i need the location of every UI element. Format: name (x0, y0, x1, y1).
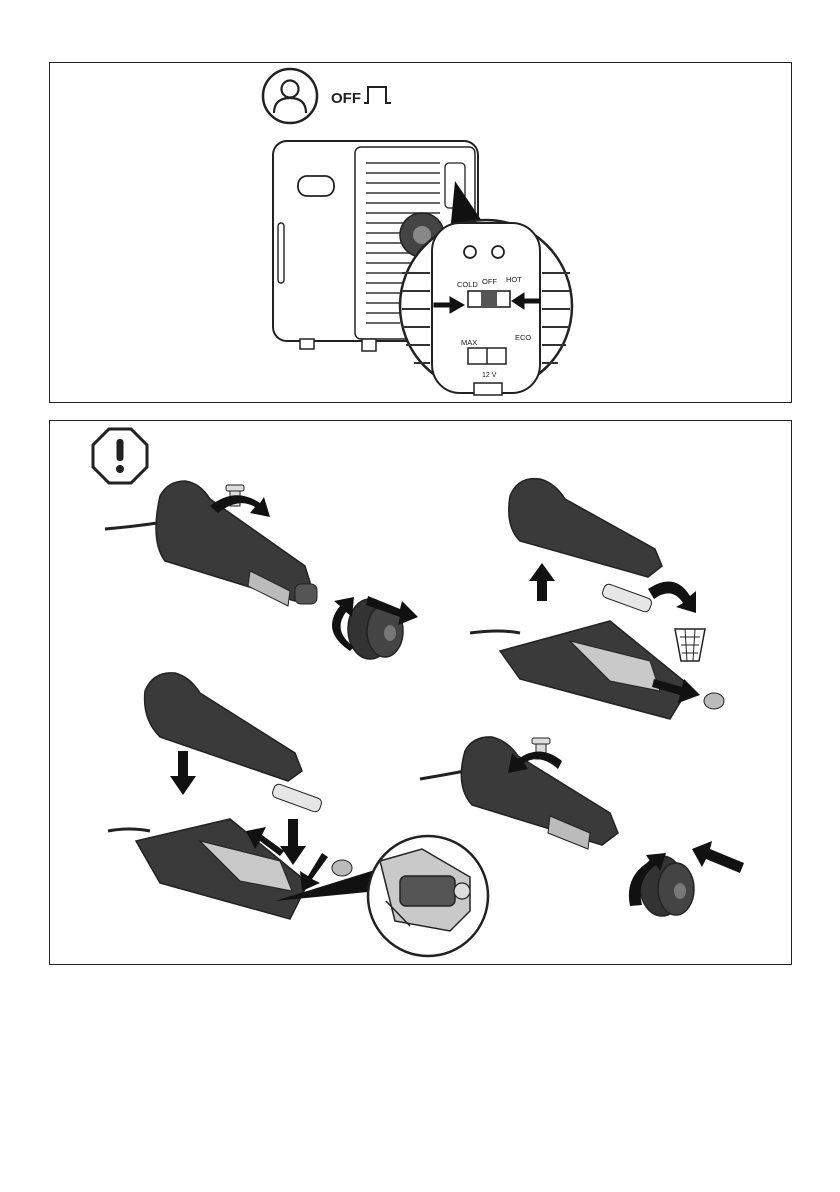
off-label: OFF (331, 90, 361, 107)
plug-step-2 (470, 479, 724, 719)
fuse-replacement-illustration (50, 421, 793, 966)
person-circle-icon (263, 69, 317, 123)
fuse-icon (601, 583, 653, 613)
bottom-illustration-panel (49, 420, 792, 965)
plug-step-1 (105, 481, 418, 659)
arrow-icon (529, 563, 555, 601)
plug-step-3 (108, 673, 488, 956)
arrow-icon (280, 819, 306, 865)
arrow-icon (300, 853, 328, 891)
warning-octagon-icon (93, 429, 147, 483)
max-label: MAX (461, 338, 477, 347)
fuse-icon (271, 783, 323, 813)
arrow-icon (692, 841, 744, 873)
cooler-switch-illustration: OFF (50, 63, 793, 404)
voltage-label: 12 V (482, 372, 497, 379)
magnified-fuse-holder (368, 836, 488, 956)
hot-label: HOT (506, 275, 522, 284)
magnified-control-panel: COLD OFF HOT MAX ECO 12 V (400, 220, 572, 395)
arrow-icon (648, 581, 696, 613)
eco-label: ECO (515, 333, 531, 342)
socket-icon (364, 87, 391, 103)
arrow-icon (170, 751, 196, 795)
cold-label: COLD (457, 280, 478, 289)
off-switch-label: OFF (482, 277, 497, 286)
top-illustration-panel: OFF (49, 62, 792, 403)
waste-basket-icon (675, 629, 705, 661)
